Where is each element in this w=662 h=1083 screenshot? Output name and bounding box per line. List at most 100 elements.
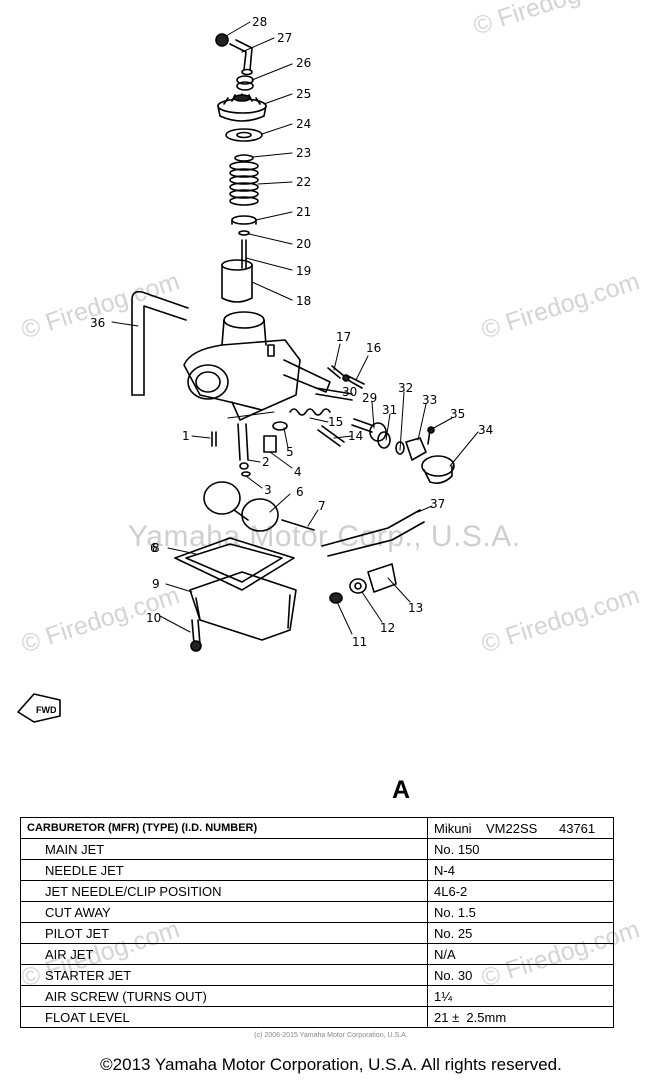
part-cap-34 [421,455,455,484]
table-row: MAIN JET No. 150 [20,838,614,860]
spec-value: 1¼ [427,985,614,1007]
table-row: AIR JET N/A [20,943,614,965]
table-row: STARTER JET No. 30 [20,964,614,986]
part-cap-28 [215,33,229,47]
spec-value: Mikuni VM22SS 43761 [427,817,614,839]
callout-36: 36 [90,316,105,330]
part-ring-23 [234,154,254,162]
spec-value: No. 150 [427,838,614,860]
spec-label: AIR JET [20,943,428,965]
callout-10: 10 [146,611,161,625]
part-ring-5 [272,421,288,431]
callout-15: 15 [328,415,343,429]
callout-26: 26 [296,56,311,70]
part-screw-10 [190,619,202,652]
part-spring-22 [229,161,259,206]
part-nut-26 [236,75,254,91]
part-nut-31 [377,431,391,449]
callout-6: 6 [296,485,304,499]
table-row: CARBURETOR (MFR) (TYPE) (I.D. NUMBER) Mi… [20,817,614,839]
callout-11: 11 [352,635,367,649]
callout-34: 34 [478,423,493,437]
small-copyright: (c) 2006-2015 Yamaha Motor Corporation, … [254,1032,408,1039]
table-row: CUT AWAY No. 1.5 [20,901,614,923]
callout-21: 21 [296,205,311,219]
spec-label: CARBURETOR (MFR) (TYPE) (I.D. NUMBER) [20,817,428,839]
part-main-jet-3 [241,471,251,477]
callout-1: 1 [182,429,190,443]
spec-label: PILOT JET [20,922,428,944]
callout-6: 6 [150,541,158,555]
part-spring-15 [289,408,331,416]
table-row: NEEDLE JET N-4 [20,859,614,881]
carburetor-spec-table: CARBURETOR (MFR) (TYPE) (I.D. NUMBER) Mi… [20,817,614,1028]
leader-lines [111,21,479,635]
part-plug-13 [367,563,397,593]
callout-3: 3 [264,483,272,497]
spec-value: No. 25 [427,922,614,944]
callout-27: 27 [277,31,292,45]
part-pin-1 [211,431,217,447]
part-carburetor-body [183,311,331,421]
callout-22: 22 [296,175,311,189]
part-gasket-8 [174,537,295,591]
spec-value: No. 1.5 [427,901,614,923]
part-needle-19 [241,239,247,269]
part-rod-30 [315,387,353,401]
part-jet-4 [263,435,277,453]
part-11 [329,592,343,604]
spec-value: N/A [427,943,614,965]
callout-9: 9 [152,577,160,591]
svg-text:FWD: FWD [36,705,57,715]
part-seat-21 [231,215,257,225]
callout-35: 35 [450,407,465,421]
spec-value: 4L6-2 [427,880,614,902]
callout-37: 37 [430,497,445,511]
section-label: A [392,776,411,804]
spec-label: CUT AWAY [20,901,428,923]
callout-18: 18 [296,294,311,308]
callout-14: 14 [348,429,363,443]
callout-7: 7 [318,499,326,513]
watermark-yamaha: Yamaha Motor Corp., U.S.A. [128,520,521,553]
callout-4: 4 [294,465,302,479]
spec-value: No. 30 [427,964,614,986]
part-hose-37 [321,509,425,557]
table-row: PILOT JET No. 25 [20,922,614,944]
carburetor-exploded-diagram: FWD [17,15,493,723]
part-pin-7 [281,519,315,531]
part-ring-32 [395,441,405,455]
part-top-25 [217,93,267,122]
table-row: AIR SCREW (TURNS OUT) 1¼ [20,985,614,1007]
part-needle-jet-2 [237,423,249,470]
part-washer-12 [349,578,367,594]
callout-30: 30 [342,385,357,399]
spec-label: MAIN JET [20,838,428,860]
part-throttle-valve-18 [221,259,253,303]
callout-16: 16 [366,341,381,355]
callout-32: 32 [398,381,413,395]
spec-label: AIR SCREW (TURNS OUT) [20,985,428,1007]
part-elbow-27 [229,39,253,76]
callout-29: 29 [362,391,377,405]
part-float-6 [203,481,279,532]
callout-2: 2 [262,455,270,469]
table-row: FLOAT LEVEL 21 ± 2.5mm [20,1006,614,1028]
part-screw-16 [342,374,365,389]
spec-label: FLOAT LEVEL [20,1006,428,1028]
callout-20: 20 [296,237,311,251]
callout-33: 33 [422,393,437,407]
callout-23: 23 [296,146,311,160]
callout-17: 17 [336,330,351,344]
fwd-arrow-icon: FWD [17,693,61,723]
callout-5: 5 [286,445,294,459]
part-tube-36 [131,290,189,396]
spec-value: N-4 [427,859,614,881]
callout-13: 13 [408,601,423,615]
callout-24: 24 [296,117,311,131]
part-float-bowl-9 [189,571,297,641]
part-nut-33 [405,437,427,461]
part-screw-14 [317,425,345,447]
footer-copyright: ©2013 Yamaha Motor Corporation, U.S.A. A… [100,1055,562,1074]
part-clip-20 [238,230,250,236]
